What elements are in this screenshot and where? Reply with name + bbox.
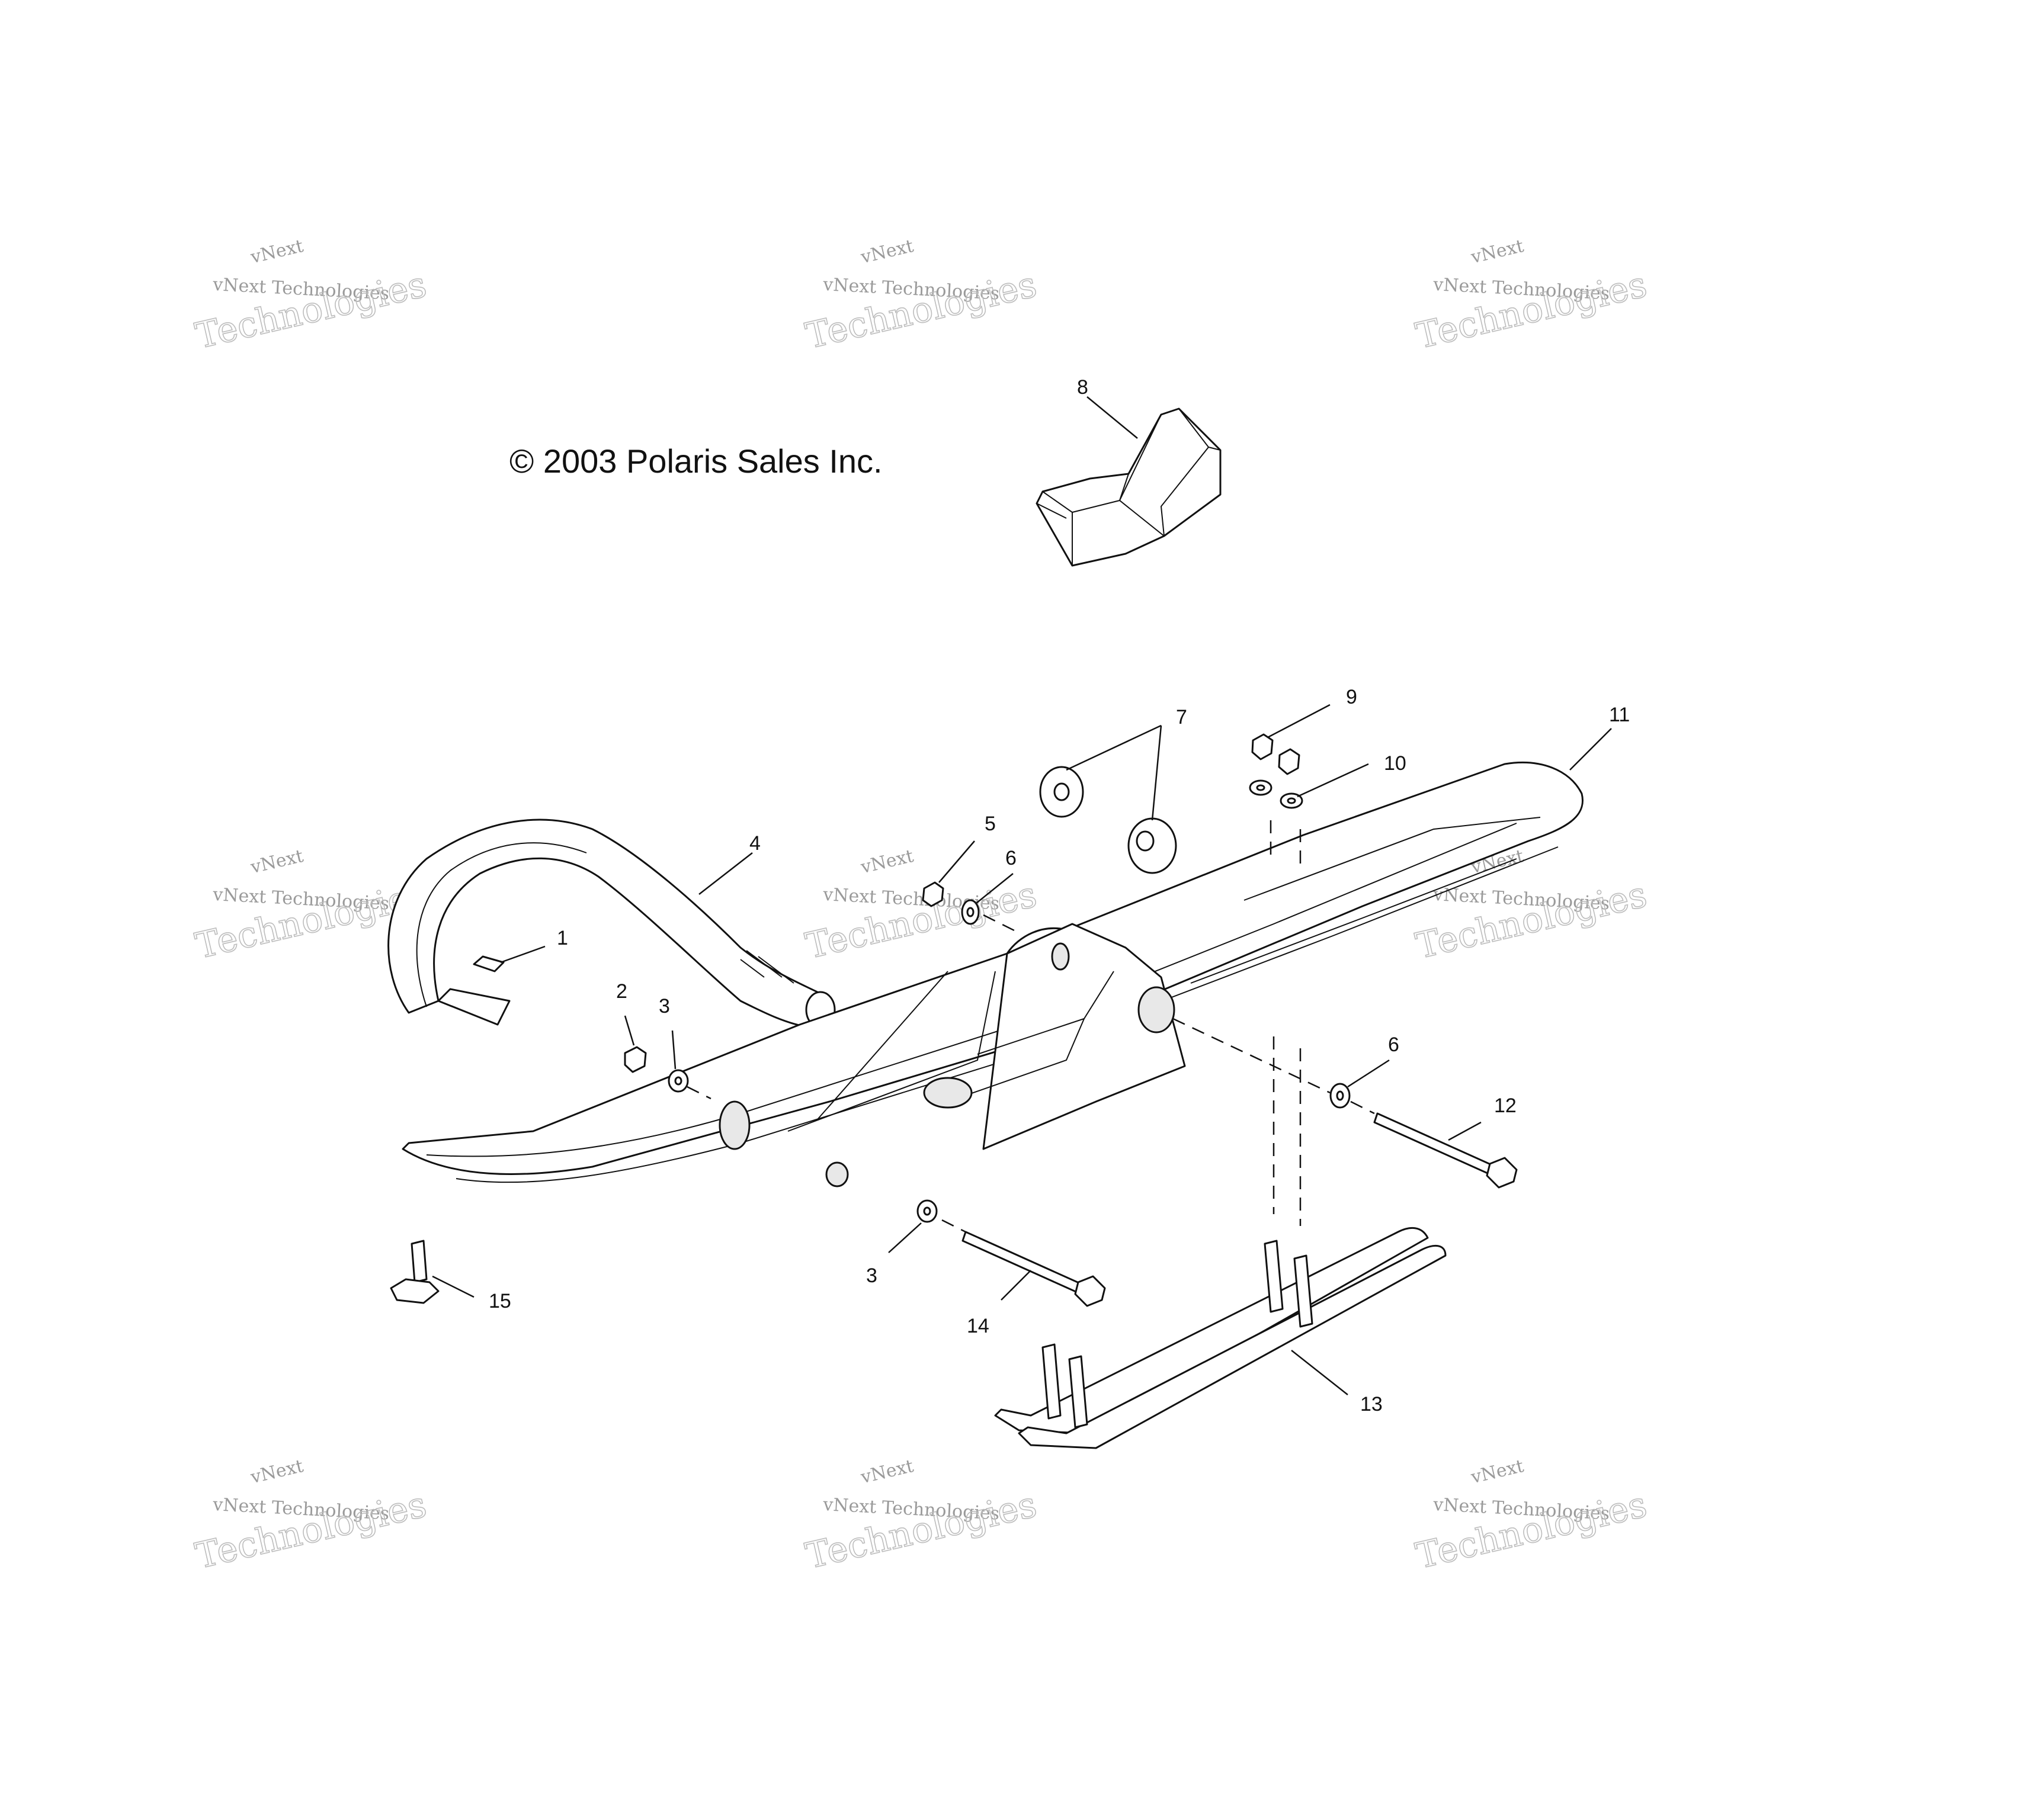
callout-15: 15 — [489, 1290, 511, 1312]
hardware-washer-6a — [961, 899, 980, 925]
part-11-ski-body — [402, 761, 1584, 1187]
watermark-vnext-text: vNext — [248, 846, 305, 878]
callout-12: 12 — [1494, 1094, 1517, 1117]
watermark-vnext-text: vNext — [1469, 236, 1525, 268]
hardware-nut-9b — [1278, 748, 1300, 775]
callout-14: 14 — [967, 1315, 989, 1337]
hardware-nut-9a — [1251, 733, 1274, 760]
watermark-tile: vNext vNext Technologies Technologies — [802, 846, 1041, 968]
callout-11: 11 — [1609, 704, 1630, 726]
callout-10: 10 — [1384, 752, 1406, 775]
callout-8: 8 — [1077, 376, 1088, 399]
callout-labels: 1 2 3 3 4 5 6 6 7 8 9 10 11 12 13 14 15 — [489, 376, 1630, 1415]
callout-3a: 3 — [659, 995, 670, 1017]
leader-lines — [432, 396, 1612, 1395]
watermark-vnext-text: vNext — [248, 1456, 305, 1488]
watermark-tile: vNext vNext Technologies Technologies — [1412, 1456, 1651, 1578]
watermark-tile: vNext vNext Technologies Technologies — [1412, 236, 1651, 358]
callout-9: 9 — [1346, 686, 1357, 708]
hardware-washer-10a — [1249, 779, 1272, 796]
hardware-washer-3b — [916, 1199, 938, 1223]
callout-2: 2 — [616, 980, 627, 1003]
watermark-tile: vNext vNext Technologies Technologies — [802, 236, 1041, 358]
hardware-nut-2 — [624, 1046, 647, 1073]
watermark-vnext-text: vNext — [1469, 1456, 1525, 1488]
watermark-tile: vNext vNext Technologies Technologies — [191, 236, 431, 358]
watermark-vnext-text: vNext — [858, 846, 915, 878]
callout-4: 4 — [749, 832, 761, 855]
callout-13: 13 — [1360, 1393, 1383, 1415]
hardware-nut-5 — [922, 881, 944, 907]
callout-3b: 3 — [866, 1264, 877, 1287]
watermark-vnext-text: vNext — [858, 1456, 915, 1488]
part-8-saddle — [1036, 407, 1222, 567]
watermark-vnext-text: vNext — [248, 236, 305, 268]
part-13-wear-bar — [994, 1227, 1447, 1449]
callout-6a: 6 — [1005, 847, 1017, 869]
part-1-clip — [473, 955, 505, 972]
callout-7: 7 — [1176, 706, 1187, 728]
callout-5: 5 — [985, 813, 996, 835]
part-14-long-bolt — [961, 1231, 1106, 1307]
watermark-tile: vNext vNext Technologies Technologies — [191, 1456, 431, 1578]
copyright-notice: © 2003 Polaris Sales Inc. — [509, 442, 883, 480]
hardware-washer-6b — [1329, 1083, 1351, 1109]
part-12-long-bolt — [1373, 1112, 1518, 1189]
hardware-washer-3a — [668, 1069, 689, 1093]
hardware-washer-10b — [1280, 792, 1303, 809]
part-15-bolt — [390, 1240, 440, 1304]
watermark-vnext-text: vNext — [858, 236, 915, 268]
callout-6b: 6 — [1388, 1033, 1399, 1056]
callout-1: 1 — [557, 927, 568, 949]
part-4-ski-loop — [387, 818, 836, 1029]
watermark-tile: vNext vNext Technologies Technologies — [802, 1456, 1041, 1578]
